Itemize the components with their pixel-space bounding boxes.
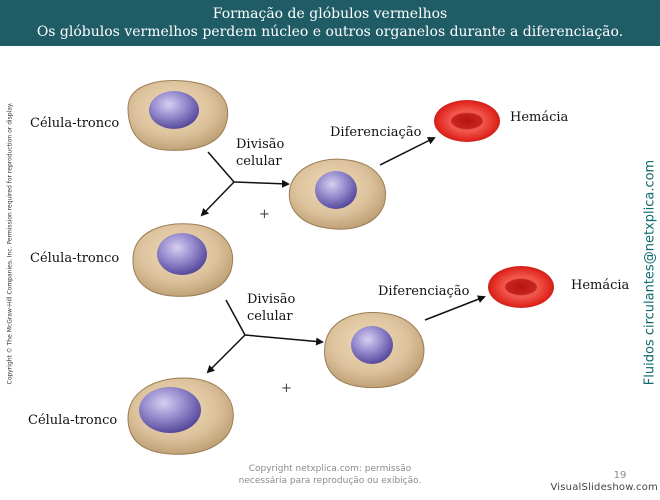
division-label-2a: Divisão bbox=[247, 292, 296, 307]
stem-cell-3 bbox=[127, 377, 234, 455]
nucleus bbox=[315, 171, 357, 209]
erythrocyte-2 bbox=[488, 266, 554, 308]
footer-copyright-note: Copyright netxplica.com: permissão neces… bbox=[220, 463, 440, 487]
differentiation-arrow-2 bbox=[424, 295, 486, 321]
watermark: VisualSlideshow.com bbox=[550, 482, 658, 493]
slide-subtitle: Os glóbulos vermelhos perdem núcleo e ou… bbox=[36, 24, 624, 40]
erythrocyte-label-1: Hemácia bbox=[510, 110, 569, 125]
nucleus bbox=[139, 387, 201, 433]
nucleus bbox=[149, 91, 199, 129]
division-label-1a: Divisão bbox=[236, 137, 285, 152]
erythrocyte-1 bbox=[434, 100, 500, 142]
stem-cell-1 bbox=[127, 80, 229, 151]
stem-cell-label-3: Célula-tronco bbox=[28, 413, 117, 428]
nucleus bbox=[351, 326, 393, 364]
differentiation-arrow-1 bbox=[379, 137, 436, 166]
stem-cell-label-2: Célula-tronco bbox=[30, 251, 119, 266]
division-arrows-1 bbox=[200, 151, 290, 217]
erythrocyte-label-2: Hemácia bbox=[571, 278, 630, 293]
footer-note-line-2: necessária para reprodução ou exibição. bbox=[238, 476, 422, 486]
nucleus bbox=[157, 233, 207, 275]
precursor-cell-2 bbox=[324, 312, 425, 389]
division-label-2b: celular bbox=[247, 309, 293, 324]
stem-cell-2 bbox=[132, 223, 234, 297]
division-label-1b: celular bbox=[236, 154, 282, 169]
division-arrows-2 bbox=[206, 299, 324, 374]
slide-title: Formação de glóbulos vermelhos bbox=[212, 6, 448, 22]
differentiation-label-1: Diferenciação bbox=[330, 125, 422, 140]
slide-header: Formação de glóbulos vermelhos Os glóbul… bbox=[0, 0, 660, 46]
precursor-cell-1 bbox=[288, 158, 386, 230]
footer-note-line-1: Copyright netxplica.com: permissão bbox=[248, 464, 412, 474]
plus-sign-1: + bbox=[259, 207, 270, 222]
differentiation-label-2: Diferenciação bbox=[378, 284, 470, 299]
stem-cell-label-1: Célula-tronco bbox=[30, 116, 119, 131]
page-number: 19 bbox=[613, 470, 627, 481]
plus-sign-2: + bbox=[281, 381, 292, 396]
